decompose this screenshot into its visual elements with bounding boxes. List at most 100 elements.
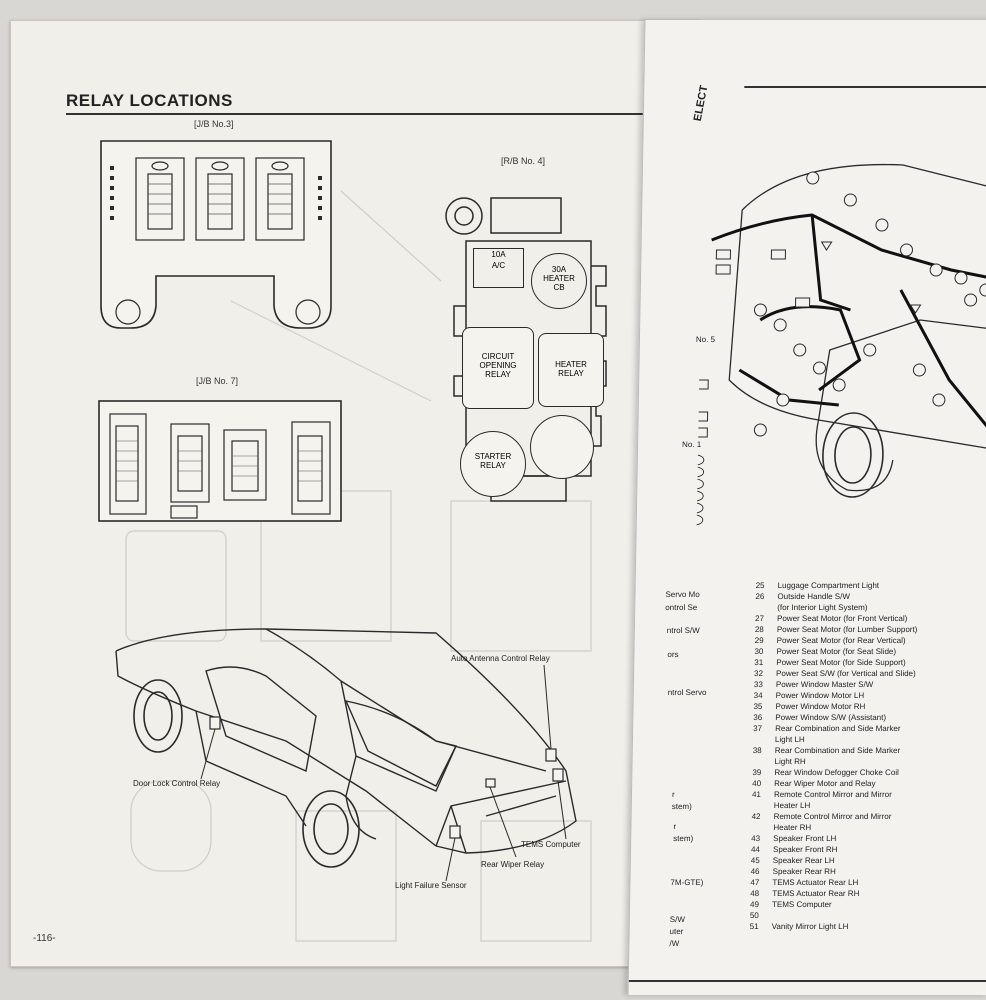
- circuit-line1: CIRCUIT: [481, 352, 515, 361]
- legend-text: Power Seat S/W (for Vertical and Slide): [776, 669, 916, 678]
- legend-number: 36: [753, 713, 763, 722]
- legend-number: 47: [750, 878, 760, 887]
- heater-cb-line3: CB: [553, 283, 565, 292]
- legend-text: Outside Handle S/W: [777, 592, 851, 601]
- legend-number: 42: [751, 812, 761, 821]
- legend-number: [752, 800, 774, 811]
- legend-number: 45: [750, 856, 760, 865]
- fuse-10a-ac: 10A A/C: [473, 248, 524, 288]
- cut-text-13: /W: [669, 939, 680, 948]
- callout-auto-antenna: Auto Antenna Control Relay: [451, 654, 550, 663]
- legend-number: 50: [749, 911, 759, 920]
- heater-relay: HEATER RELAY: [538, 333, 604, 407]
- cut-text-3: ntrol S/W: [666, 626, 700, 635]
- legend-number: 44: [750, 845, 761, 854]
- legend-row: Heater RH: [751, 822, 981, 833]
- legend-text: Light LH: [774, 735, 805, 744]
- legend-row: 33 Power Window Master S/W: [754, 679, 984, 690]
- legend-text: Remote Control Mirror and Mirror: [773, 790, 892, 799]
- legend-text: Power Seat Motor (for Side Support): [776, 658, 906, 667]
- legend-row: 38 Rear Combination and Side Marker: [753, 745, 983, 756]
- legend-text: Power Window Master S/W: [775, 680, 874, 689]
- legend-row: 34 Power Window Motor LH: [754, 690, 984, 701]
- legend-text: Power Window Motor LH: [775, 691, 865, 700]
- jb3-label: [J/B No.3]: [194, 119, 234, 129]
- legend-number: 34: [753, 691, 763, 700]
- legend-number: 35: [753, 702, 763, 711]
- legend-text: Heater LH: [773, 801, 811, 810]
- cut-text-5: ntrol Servo: [667, 688, 707, 697]
- fuse-ac-label: A/C: [491, 261, 506, 270]
- fuse-10a-label: 10A: [491, 250, 506, 259]
- legend-number: 40: [752, 779, 762, 788]
- cut-text-1: Servo Mo: [665, 590, 700, 599]
- starter-relay: STARTER RELAY: [460, 431, 526, 497]
- legend-row: (for Interior Light System): [755, 602, 985, 613]
- callout-door-lock: Door Lock Control Relay: [133, 779, 221, 788]
- legend-row: 50: [750, 910, 980, 921]
- cut-text-8: r: [673, 822, 677, 831]
- heater-cb-line1: 30A: [551, 265, 567, 274]
- rb4-label: [R/B No. 4]: [501, 156, 546, 166]
- legend-number: 39: [752, 768, 762, 777]
- starter-line2: RELAY: [480, 461, 506, 470]
- legend-number: 32: [754, 669, 764, 678]
- legend-text: TEMS Actuator Rear RH: [772, 889, 860, 898]
- cut-text-2: ontrol Se: [665, 603, 698, 612]
- left-page: RELAY LOCATIONS [J/B No.3] [R/B No. 4] […: [10, 20, 700, 967]
- cut-text-4: ors: [667, 650, 679, 659]
- page-title: RELAY LOCATIONS: [66, 91, 233, 110]
- legend-text: Luggage Compartment Light: [777, 581, 880, 590]
- legend-number: 41: [751, 790, 761, 799]
- legend-text: Speaker Rear RH: [772, 867, 836, 876]
- legend-number: [755, 602, 777, 613]
- legend-number: 38: [752, 746, 762, 755]
- page-number: -116-: [33, 933, 56, 944]
- right-bottom-rule: [628, 980, 986, 982]
- circuit-line2: OPENING: [479, 361, 517, 370]
- legend-text: Speaker Front LH: [773, 834, 837, 843]
- connector-no1-label: No. 1: [682, 440, 702, 449]
- legend-text: TEMS Computer: [771, 900, 832, 909]
- legend-row: 42 Remote Control Mirror and Mirror: [752, 811, 982, 822]
- legend-row: 51 Vanity Mirror Light LH: [750, 921, 980, 932]
- right-header-fragment: ELECT: [691, 84, 711, 123]
- legend-number: 29: [754, 636, 764, 645]
- legend-text: Remote Control Mirror and Mirror: [773, 812, 892, 821]
- wiring-diagram: [696, 163, 986, 526]
- legend-text: Vanity Mirror Light LH: [771, 922, 849, 931]
- jb7-label: [J/B No. 7]: [196, 376, 239, 386]
- legend-row: 41 Remote Control Mirror and Mirror: [752, 789, 982, 800]
- callout-rear-wiper: Rear Wiper Relay: [481, 860, 545, 869]
- cut-text-11: S/W: [669, 915, 685, 924]
- legend-text: Rear Combination and Side Marker: [774, 746, 901, 755]
- round-relay: [530, 415, 594, 479]
- legend-row: Heater LH: [752, 800, 982, 811]
- legend-row: 44 Speaker Front RH: [751, 844, 981, 855]
- cut-text-7: stem): [671, 802, 692, 811]
- jb3-diagram: [100, 140, 332, 329]
- legend-text: Rear Window Defogger Choke Coil: [774, 768, 899, 777]
- jb7-diagram: [98, 400, 342, 522]
- legend-text: Speaker Front RH: [772, 845, 838, 854]
- legend-text: (for Interior Light System): [777, 603, 868, 612]
- legend-number: 51: [749, 922, 759, 931]
- legend-number: 33: [753, 680, 763, 689]
- cut-text-6: r: [671, 790, 675, 799]
- legend-number: 48: [750, 889, 760, 898]
- callout-light-failure: Light Failure Sensor: [395, 881, 467, 890]
- heater-cb: 30A HEATER CB: [531, 253, 587, 309]
